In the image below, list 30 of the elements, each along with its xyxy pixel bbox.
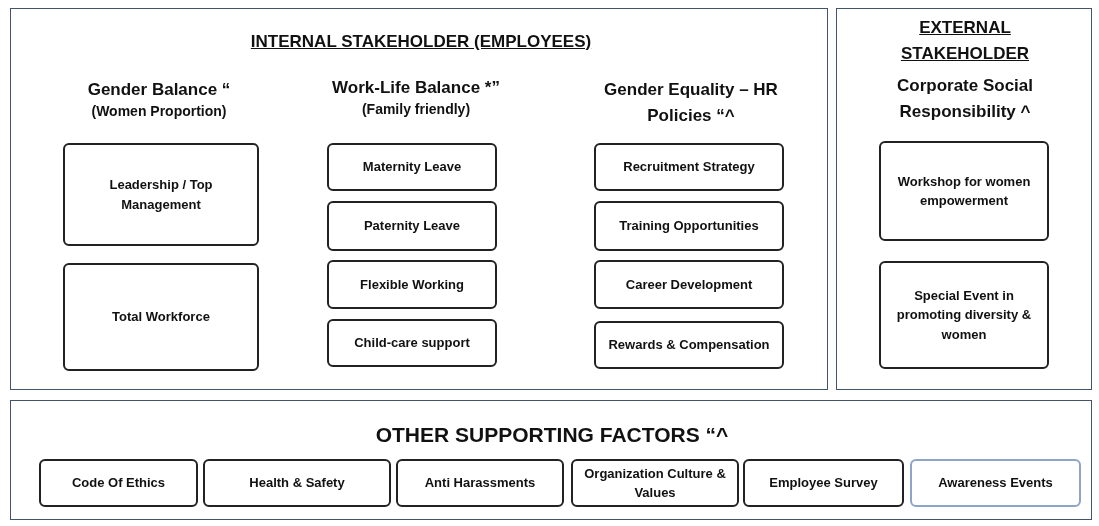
- factor-box: Maternity Leave: [327, 143, 497, 191]
- group-panel: [10, 400, 1092, 520]
- column-heading: Gender Balance “: [87, 80, 231, 99]
- factor-box: Employee Survey: [743, 459, 904, 507]
- factor-box: Flexible Working: [327, 260, 497, 309]
- column-heading: Gender Equality – HR Policies “^: [604, 80, 778, 125]
- factor-box: Rewards & Compensation: [594, 321, 784, 369]
- column-subheading: (Women Proportion): [91, 103, 227, 119]
- column-heading: Work-Life Balance *”: [332, 78, 500, 97]
- factor-box: Special Event in promoting diversity & women: [879, 261, 1049, 369]
- factor-box: Career Development: [594, 260, 784, 309]
- factor-box: Child-care support: [327, 319, 497, 367]
- factor-box: Organization Culture & Values: [571, 459, 739, 507]
- factor-box: Code Of Ethics: [39, 459, 198, 507]
- column-heading: Corporate Social Responsibility ^: [896, 76, 1033, 121]
- column-subheading: (Family friendly): [361, 101, 471, 117]
- factor-box: Paternity Leave: [327, 201, 497, 251]
- factor-box: Recruitment Strategy: [594, 143, 784, 191]
- panel-heading: EXTERNAL STAKEHOLDER: [900, 18, 1030, 63]
- panel-heading: OTHER SUPPORTING FACTORS “^: [375, 423, 729, 446]
- factor-box: Leadership / Top Management: [63, 143, 259, 246]
- factor-box: Total Workforce: [63, 263, 259, 371]
- factor-box: Awareness Events: [910, 459, 1081, 507]
- group-panel: [836, 8, 1092, 390]
- panel-heading: INTERNAL STAKEHOLDER (EMPLOYEES): [250, 32, 592, 51]
- factor-box: Training Opportunities: [594, 201, 784, 251]
- factor-box: Anti Harassments: [396, 459, 564, 507]
- factor-box: Workshop for women empowerment: [879, 141, 1049, 241]
- factor-box: Health & Safety: [203, 459, 391, 507]
- group-panel: [10, 8, 828, 390]
